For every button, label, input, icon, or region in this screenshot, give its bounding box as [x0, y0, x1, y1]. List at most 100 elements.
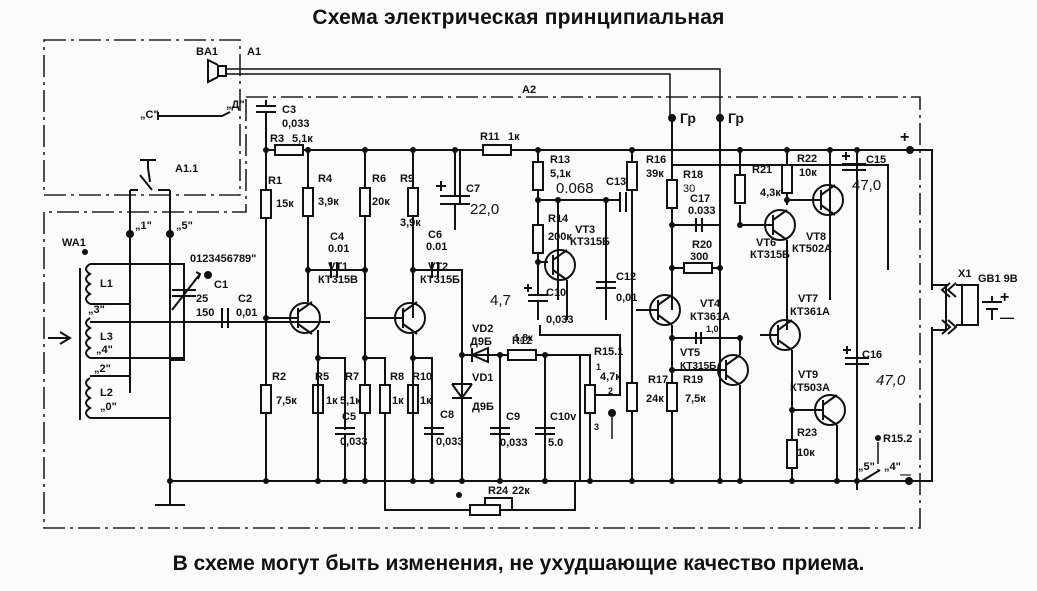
- svg-text:C9: C9: [506, 411, 520, 423]
- svg-text:5,1к: 5,1к: [550, 168, 571, 180]
- power-switch-r15-2[interactable]: R15.2 „5" „4" —: [858, 433, 913, 485]
- svg-text:C5: C5: [342, 411, 356, 423]
- svg-text:0,033: 0,033: [282, 118, 310, 130]
- resistor-r3: R3 5,1к: [270, 133, 313, 156]
- svg-text:КТ502А: КТ502А: [792, 243, 832, 255]
- svg-text:R8: R8: [390, 371, 404, 383]
- capacitor-c1-variable[interactable]: 0123456789" C1 25 150: [171, 253, 256, 322]
- transistor-vt1: VT1 КТ315В: [266, 261, 358, 335]
- svg-text:4,7к: 4,7к: [600, 371, 621, 383]
- svg-text:R12: R12: [512, 335, 532, 347]
- svg-text:7,5к: 7,5к: [685, 393, 706, 405]
- transistor-vt6: VT6 КТ315Б: [750, 209, 796, 330]
- svg-text:—: —: [1000, 309, 1014, 325]
- svg-text:C12: C12: [616, 271, 636, 283]
- antenna-label: WA1: [62, 237, 86, 249]
- svg-text:1к: 1к: [392, 395, 404, 407]
- resistor-r13: R13 5,1к: [532, 154, 571, 191]
- connector-x1[interactable]: X1: [932, 268, 979, 335]
- svg-text:47,0: 47,0: [876, 372, 906, 389]
- svg-text:R16: R16: [646, 154, 666, 166]
- c1-scale: 0123456789": [190, 253, 256, 265]
- svg-text:10к: 10к: [799, 167, 817, 179]
- svg-text:2: 2: [608, 386, 613, 396]
- resistor-r19: R19 7,5к: [666, 374, 706, 412]
- svg-text:R19: R19: [683, 374, 703, 386]
- svg-text:VT8: VT8: [806, 231, 826, 243]
- tap-0: „0": [100, 401, 117, 413]
- switch-pos-5: „5": [176, 220, 193, 232]
- ground-symbol-icon: [155, 481, 185, 506]
- svg-text:VT7: VT7: [798, 293, 818, 305]
- svg-text:15к: 15к: [276, 198, 294, 210]
- svg-text:30: 30: [683, 183, 695, 195]
- svg-text:4,7: 4,7: [490, 292, 511, 309]
- svg-text:R6: R6: [372, 173, 386, 185]
- resistor-r7: R75,1к: [340, 371, 371, 414]
- capacitor-c13: C13: [606, 176, 627, 212]
- schematic-title: Схема электрическая принципиальная: [312, 6, 725, 29]
- svg-text:0,033: 0,033: [500, 437, 528, 449]
- svg-text:1,8к: 1,8к: [514, 333, 534, 344]
- coil-l2: L2: [85, 377, 113, 419]
- block-a1-outline: [43, 39, 241, 196]
- band-switch[interactable]: [157, 111, 231, 120]
- resistor-r8: R8 1к: [379, 371, 404, 414]
- svg-text:R11: R11: [480, 131, 500, 143]
- svg-text:C3: C3: [282, 104, 296, 116]
- resistor-r2: R27,5к: [260, 371, 297, 414]
- switch-pos-1: „1": [135, 220, 152, 232]
- svg-text:R2: R2: [272, 371, 286, 383]
- svg-text:X1: X1: [958, 268, 971, 280]
- block-label-a2: A2: [522, 84, 536, 96]
- battery-gb1: GB1 9В + —: [978, 273, 1018, 325]
- svg-text:Д9Б: Д9Б: [470, 336, 492, 348]
- c1-min: 25: [196, 293, 208, 305]
- svg-text:VT5: VT5: [680, 347, 700, 359]
- svg-text:„5": „5": [858, 461, 875, 473]
- svg-text:0,033: 0,033: [436, 436, 464, 448]
- svg-text:КТ361А: КТ361А: [790, 306, 830, 318]
- tap-4: „4": [96, 344, 113, 356]
- svg-text:R20: R20: [692, 239, 712, 251]
- transistor-vt2: VT2 КТ315Б: [365, 261, 460, 335]
- coil-l1: L1: [85, 263, 113, 305]
- capacitor-c3: C3 0,033: [256, 100, 310, 150]
- capacitor-c8: C80,033: [424, 409, 464, 448]
- capacitor-c5: C50,033: [335, 411, 368, 481]
- svg-text:VT4: VT4: [700, 298, 721, 310]
- svg-text:39к: 39к: [646, 168, 664, 180]
- switch-a1-1[interactable]: [129, 159, 171, 230]
- svg-text:R13: R13: [550, 154, 570, 166]
- svg-text:VT9: VT9: [798, 369, 818, 381]
- svg-text:C2: C2: [238, 293, 252, 305]
- diode-vd2: VD2 Д9Б: [462, 323, 500, 364]
- volume-potentiometer-r15-1[interactable]: R15.1 4,7к 1 2 3: [539, 325, 623, 481]
- svg-text:R10: R10: [412, 371, 432, 383]
- svg-text:C16: C16: [862, 349, 882, 361]
- svg-text:C4: C4: [330, 231, 345, 243]
- svg-text:1: 1: [596, 362, 601, 372]
- svg-text:0,01: 0,01: [616, 292, 637, 304]
- svg-text:VT3: VT3: [575, 224, 595, 236]
- capacitor-c2: C2 0,01: [221, 293, 257, 328]
- transistor-vt7: VT7 КТ361А: [760, 293, 830, 410]
- svg-text:—: —: [900, 469, 911, 481]
- svg-text:VT6: VT6: [756, 237, 776, 249]
- resistor-r24[interactable]: R24 22к: [384, 481, 576, 516]
- svg-text:КТ503А: КТ503А: [790, 382, 830, 394]
- svg-text:R9: R9: [400, 173, 414, 185]
- transistor-vt4: VT4 КТ361А: [636, 294, 730, 340]
- svg-text:0,01: 0,01: [236, 307, 257, 319]
- svg-text:C17: C17: [690, 193, 710, 205]
